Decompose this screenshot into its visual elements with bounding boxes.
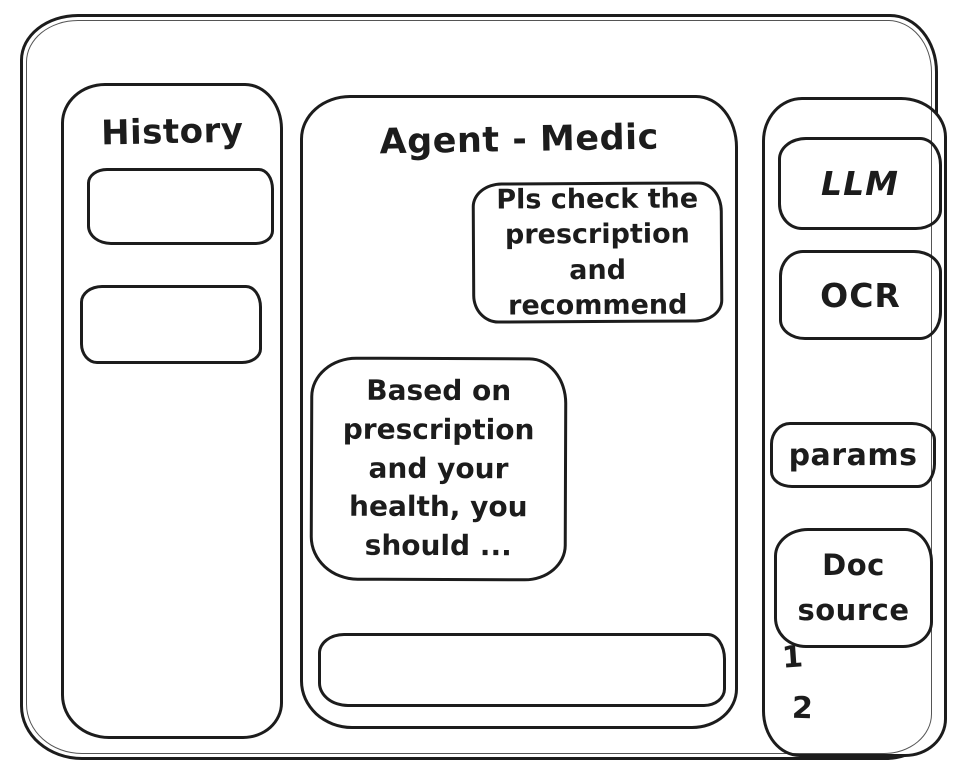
assistant-message-bubble: Based on prescription and your health, y… xyxy=(309,356,568,582)
chat-title: Agent - Medic xyxy=(379,117,660,163)
doc-source-item[interactable]: 1 xyxy=(780,639,805,676)
history-item[interactable] xyxy=(87,168,274,245)
user-message-bubble: Pls check the prescription and recommend xyxy=(471,181,724,324)
chat-panel: Agent - Medic Pls check the prescription… xyxy=(300,95,738,729)
history-title: History xyxy=(100,110,244,154)
chat-input[interactable] xyxy=(318,633,726,707)
llm-button[interactable]: LLM xyxy=(778,137,942,230)
doc-source-item[interactable]: 2 xyxy=(791,690,814,727)
doc-source-button[interactable]: Doc source xyxy=(774,528,933,648)
history-sidebar: History xyxy=(61,83,283,739)
params-button[interactable]: params xyxy=(770,422,936,488)
ocr-button[interactable]: OCR xyxy=(779,250,942,340)
history-item[interactable] xyxy=(80,285,262,364)
tools-sidebar: LLM OCR params Doc source 1 2 xyxy=(762,97,947,757)
app-frame: History Agent - Medic Pls check the pres… xyxy=(20,14,947,760)
